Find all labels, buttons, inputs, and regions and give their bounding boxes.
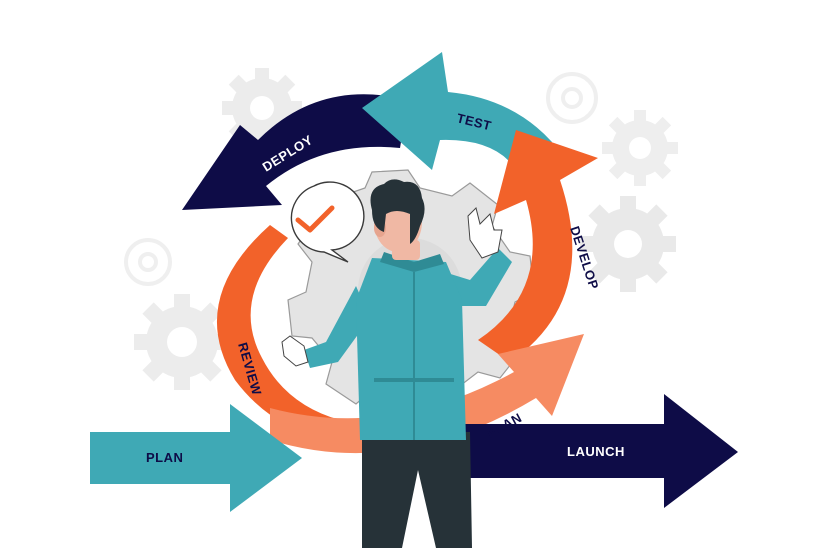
launch-arrow — [420, 394, 738, 508]
gear-icon — [602, 110, 678, 186]
entry-label-plan: PLAN — [146, 450, 183, 465]
deploy-arrow — [182, 94, 408, 210]
test-arrow — [362, 52, 552, 176]
checkmark-icon — [295, 205, 335, 233]
review-arc — [216, 225, 340, 445]
gear-icon — [124, 238, 172, 286]
left-hand — [281, 335, 309, 367]
plan-entry-arrow — [90, 404, 302, 512]
person-figure — [281, 179, 512, 548]
gear-icon — [580, 196, 676, 292]
gear-icon — [134, 294, 230, 390]
checkmark-bubble — [290, 181, 365, 263]
plan-cycle-arrow — [270, 334, 584, 454]
gear-icon — [546, 72, 598, 124]
exit-label-launch: LAUNCH — [567, 444, 625, 459]
develop-arrow — [478, 130, 598, 362]
right-hand — [467, 207, 503, 259]
